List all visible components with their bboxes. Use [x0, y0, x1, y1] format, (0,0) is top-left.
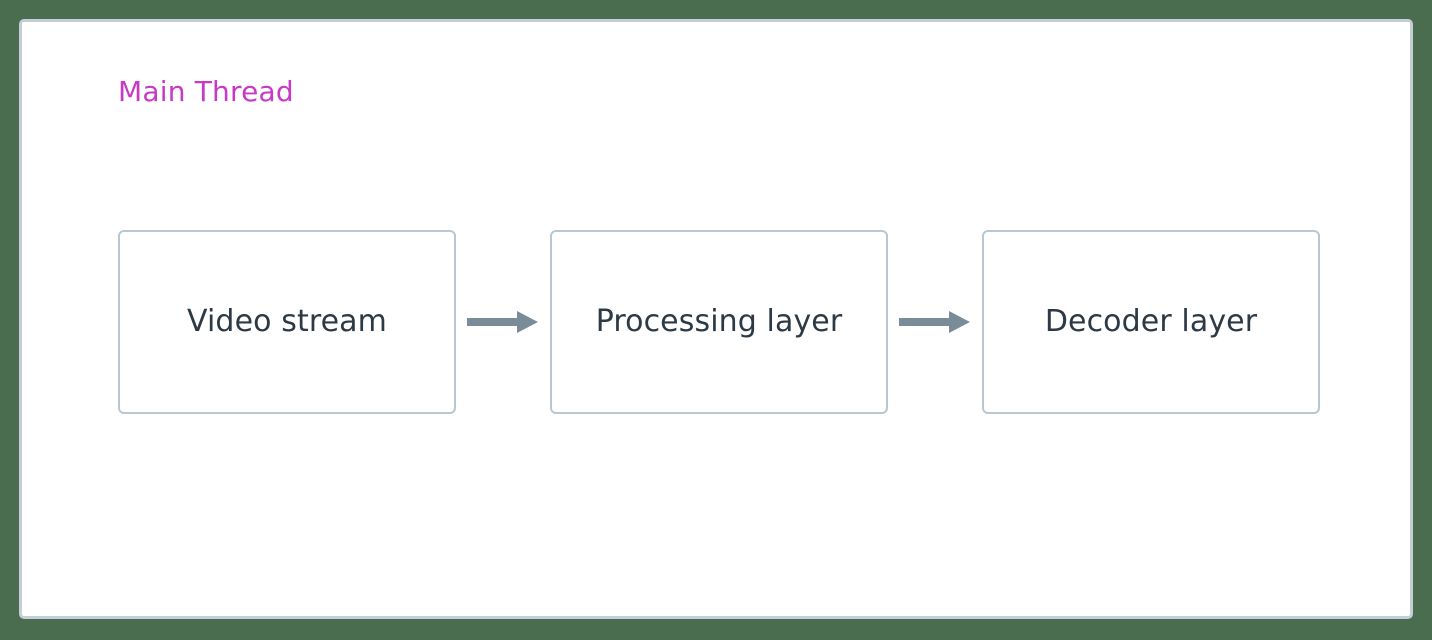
flow-row: Video stream Processing layer Decoder	[118, 230, 1320, 414]
node-label-processing-layer: Processing layer	[595, 304, 843, 339]
arrow-right-icon	[899, 311, 970, 333]
node-video-stream[interactable]: Video stream	[118, 230, 456, 414]
main-thread-cluster: Main Thread Video stream Processing laye…	[19, 19, 1413, 619]
node-label-decoder-layer: Decoder layer	[1044, 304, 1258, 339]
node-label-video-stream: Video stream	[187, 304, 387, 339]
arrow-right-icon	[467, 311, 538, 333]
node-decoder-layer[interactable]: Decoder layer	[982, 230, 1320, 414]
node-processing-layer[interactable]: Processing layer	[550, 230, 888, 414]
cluster-title-main-thread: Main Thread	[118, 75, 294, 108]
edge-video-stream-to-processing-layer	[456, 310, 550, 334]
edge-processing-layer-to-decoder-layer	[888, 310, 982, 334]
